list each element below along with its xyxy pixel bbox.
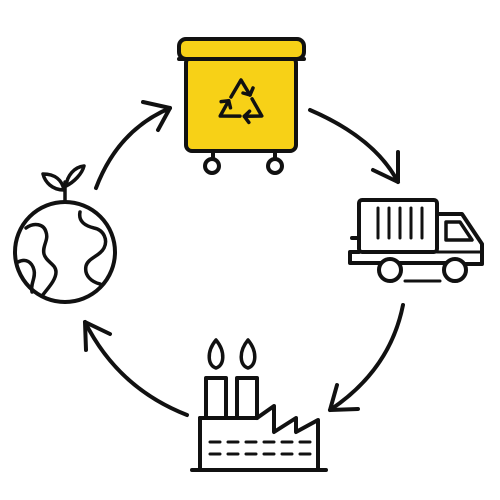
factory-icon xyxy=(190,338,328,472)
arrow-earth-to-bin xyxy=(94,100,172,190)
arrow-truck-to-factory xyxy=(328,303,405,412)
garbage-truck-icon xyxy=(348,198,484,283)
earth-sprout-icon xyxy=(13,164,117,304)
arrow-factory-to-earth xyxy=(83,320,189,417)
recycle-symbol-icon xyxy=(218,78,264,125)
arrow-bin-to-truck xyxy=(308,108,400,184)
recycling-bin-icon xyxy=(177,37,306,175)
